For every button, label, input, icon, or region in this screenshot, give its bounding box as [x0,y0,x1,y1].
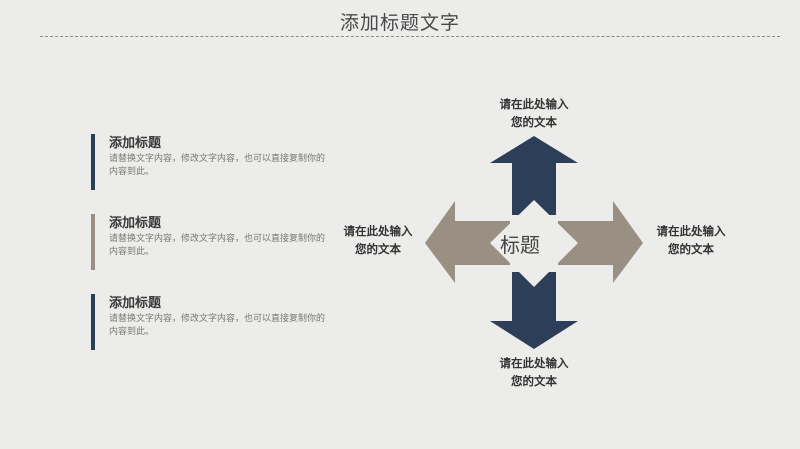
item-body: 请替换文字内容，修改文字内容，也可以直接复制你的内容到此。 [109,314,326,337]
label-bottom: 请在此处输入 您的文本 [474,354,594,390]
accent-bar [91,294,95,350]
item-body: 请替换文字内容，修改文字内容，也可以直接复制你的内容到此。 [109,154,326,177]
label-right: 请在此处输入 您的文本 [631,222,751,258]
arrow-right [558,201,643,283]
label-left-line1: 请在此处输入 [343,224,413,238]
accent-bar [91,214,95,270]
accent-bar [91,134,95,190]
item-title: 添加标题 [109,296,162,311]
list-item: 添加标题 请替换文字内容，修改文字内容，也可以直接复制你的内容到此。 [91,294,331,350]
label-top: 请在此处输入 您的文本 [474,95,594,131]
label-bottom-line1: 请在此处输入 [499,356,569,370]
list-item: 添加标题 请替换文字内容，修改文字内容，也可以直接复制你的内容到此。 [91,134,331,190]
list-item: 添加标题 请替换文字内容，修改文字内容，也可以直接复制你的内容到此。 [91,214,331,270]
title-divider [40,36,780,37]
label-right-line1: 请在此处输入 [656,224,726,238]
center-title: 标题 [500,233,540,257]
item-body: 请替换文字内容，修改文字内容，也可以直接复制你的内容到此。 [109,234,326,257]
item-title: 添加标题 [109,136,162,151]
label-left: 请在此处输入 您的文本 [318,222,438,258]
label-left-line2: 您的文本 [355,242,401,256]
center-diamond [490,200,578,287]
arrow-left [425,201,510,283]
label-top-line2: 您的文本 [511,115,557,129]
arrow-down [490,272,578,349]
label-bottom-line2: 您的文本 [511,374,557,388]
label-right-line2: 您的文本 [668,242,714,256]
label-top-line1: 请在此处输入 [499,97,569,111]
page-title: 添加标题文字 [339,12,460,34]
item-title: 添加标题 [109,216,162,231]
arrow-up [490,136,578,215]
